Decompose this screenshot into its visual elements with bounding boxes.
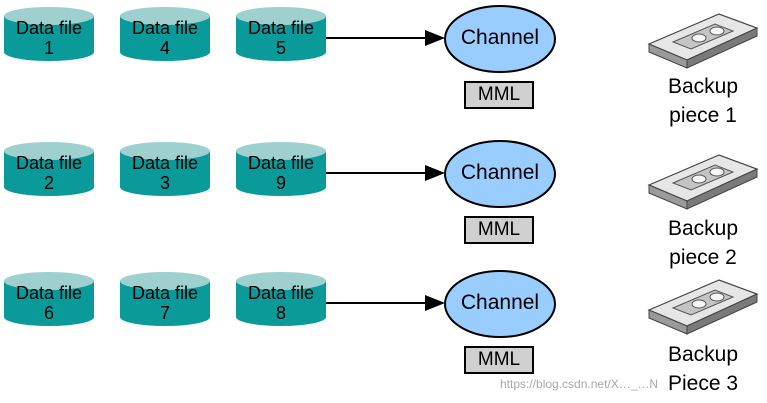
channel-label: Channel <box>460 161 540 184</box>
channel-node: Channel <box>443 139 557 209</box>
database-cylinder-icon <box>236 7 326 61</box>
database-cylinder-icon <box>4 142 94 196</box>
tape-cartridge-icon <box>647 154 759 210</box>
database-cylinder-icon <box>236 142 326 196</box>
database-cylinder-icon <box>236 272 326 326</box>
mml-box: MML <box>464 346 534 374</box>
database-cylinder-icon <box>120 272 210 326</box>
channel-label: Channel <box>460 291 540 314</box>
database-cylinder-icon <box>120 7 210 61</box>
database-cylinder-icon <box>4 272 94 326</box>
channel-label: Channel <box>460 26 540 49</box>
tape-cartridge-icon <box>647 13 759 69</box>
channel-node: Channel <box>443 4 557 74</box>
database-cylinder-icon <box>4 7 94 61</box>
database-cylinder-icon <box>120 142 210 196</box>
watermark: https://blog.csdn.net/X…_…N <box>500 377 659 391</box>
tape-cartridge-icon <box>647 279 759 335</box>
mml-box: MML <box>464 81 534 109</box>
mml-box: MML <box>464 216 534 244</box>
channel-node: Channel <box>443 269 557 339</box>
